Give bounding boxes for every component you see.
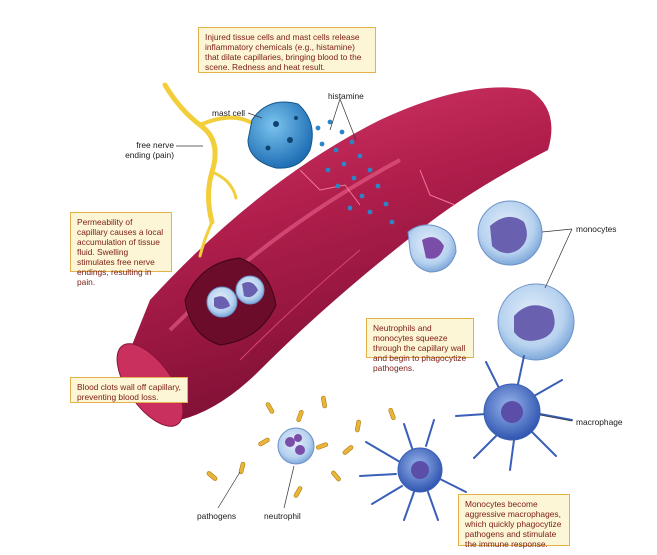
neutrophil-cell: [277, 427, 315, 465]
macrophages-cells: [359, 355, 573, 521]
mast-cell: [247, 101, 313, 169]
label-macrophage: macrophage: [576, 417, 623, 427]
callout-permeability: Permeability of capillary causes a local…: [70, 212, 172, 287]
label-neutrophil: neutrophil: [264, 511, 301, 521]
callout-injured-tissue: Injured tissue cells and mast cells rele…: [198, 27, 376, 73]
leader-lines: [176, 98, 573, 509]
callout-blood-clots: Blood clots wall off capillary, preventi…: [70, 377, 188, 403]
callout-monocytes-become: Monocytes become aggressive macrophages,…: [458, 494, 570, 549]
pathogens-group: [206, 395, 396, 498]
label-monocytes: monocytes: [576, 224, 617, 234]
label-mast-cell: mast cell: [212, 108, 246, 118]
neutrophil-squeezing: [407, 224, 457, 273]
free-nerve-ending: [162, 82, 252, 258]
label-free-nerve-ending: free nerve ending (pain): [125, 140, 174, 160]
histamine-granules: [315, 119, 395, 225]
label-pathogens: pathogens: [197, 511, 237, 521]
monocytes-cells: [477, 200, 575, 361]
callout-neutrophils-monocytes: Neutrophils and monocytes squeeze throug…: [366, 318, 474, 373]
label-histamine: histamine: [328, 91, 364, 101]
